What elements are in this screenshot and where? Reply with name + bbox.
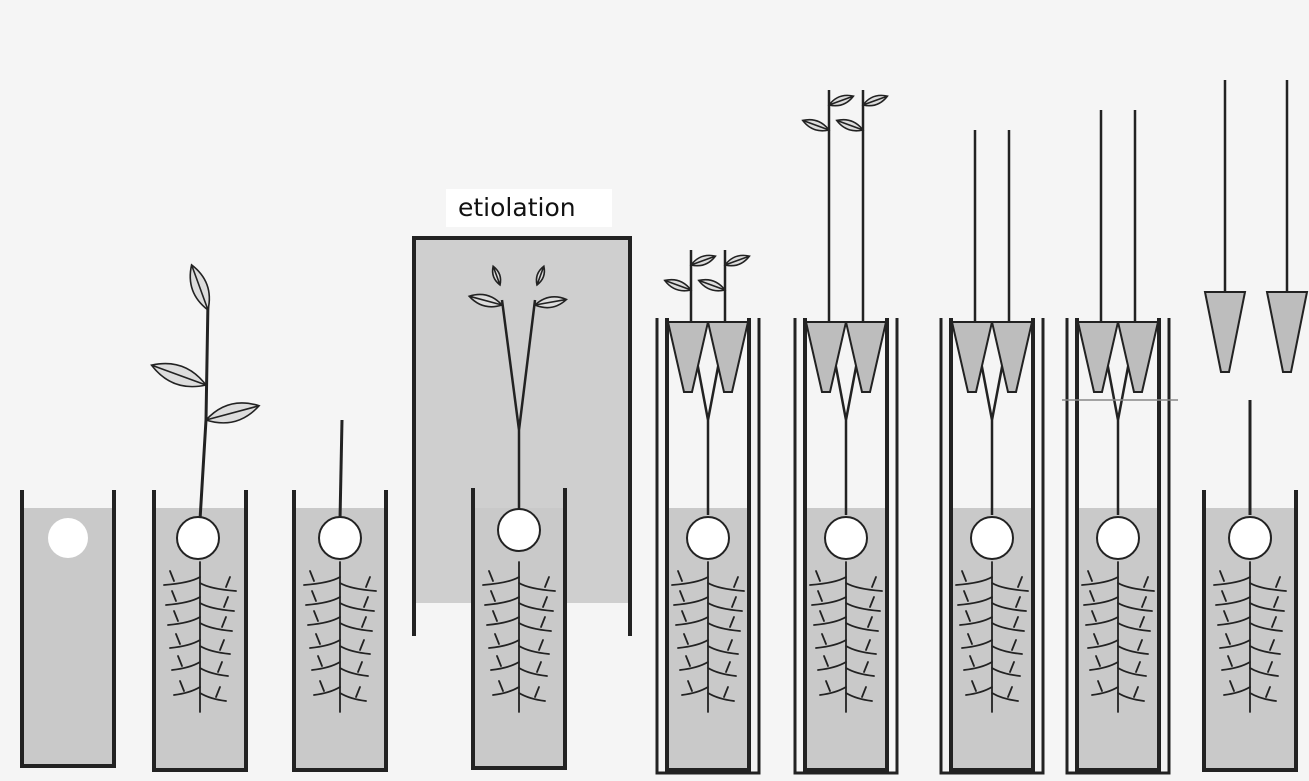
leaf	[862, 92, 889, 109]
leaf	[663, 276, 692, 294]
seed	[319, 517, 361, 559]
rooting-cone	[1118, 322, 1158, 392]
rooting-cone	[846, 322, 886, 392]
shoots	[1101, 110, 1135, 515]
seed	[498, 509, 540, 551]
pot	[294, 420, 386, 770]
seed	[971, 517, 1013, 559]
seed	[825, 517, 867, 559]
rooting-cone	[992, 322, 1032, 392]
pot	[148, 262, 261, 770]
stem	[200, 300, 208, 520]
stem	[340, 420, 342, 520]
seed	[48, 518, 88, 558]
seed	[177, 517, 219, 559]
rooting-cone	[952, 322, 992, 392]
seed	[1097, 517, 1139, 559]
shoots	[829, 90, 863, 515]
pot	[657, 250, 759, 773]
leaf	[835, 116, 864, 134]
rooting-cone	[1267, 292, 1307, 372]
leaf	[148, 356, 209, 393]
pots-layer	[22, 80, 1307, 773]
rooting-cone	[1205, 292, 1245, 372]
pot	[941, 130, 1043, 773]
rooting-cone	[668, 322, 708, 392]
pot	[795, 90, 897, 773]
leaf	[697, 276, 726, 294]
leaf	[184, 262, 215, 312]
seed	[1229, 517, 1271, 559]
etiolation-label: etiolation	[446, 189, 612, 227]
leaf	[801, 116, 830, 134]
leaf	[724, 252, 751, 269]
pot	[1204, 80, 1307, 770]
leaf	[204, 397, 262, 428]
leaf	[690, 252, 717, 269]
leaf	[828, 92, 855, 109]
seed	[687, 517, 729, 559]
rooting-cone	[806, 322, 846, 392]
pot	[1067, 110, 1169, 773]
rooting-cone	[1078, 322, 1118, 392]
pot	[22, 490, 114, 766]
rooting-cone	[708, 322, 748, 392]
